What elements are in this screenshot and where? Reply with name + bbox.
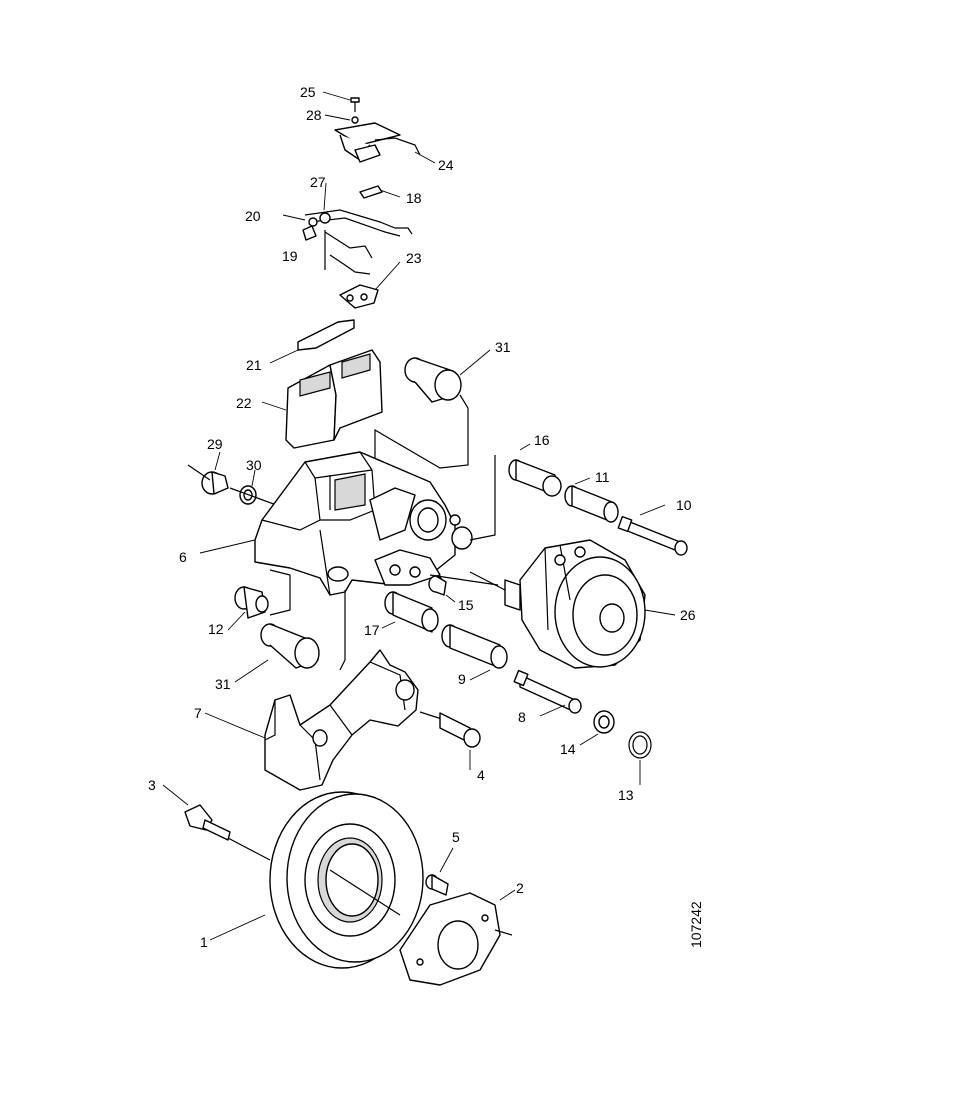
part-label-20: 20 [245, 208, 261, 224]
pad-spring-23-part [339, 261, 401, 309]
carrier-bracket-7-part [204, 649, 419, 791]
dust-boot-31-bottom-part [234, 623, 320, 683]
brake-pads-22-part [261, 349, 383, 449]
part-label-7: 7 [194, 705, 202, 721]
clip-28-part [324, 114, 359, 124]
screw-25-part [322, 91, 360, 112]
bracket-24-part [334, 122, 436, 164]
part-label-3: 3 [148, 777, 156, 793]
adjuster-nut-14-part [579, 710, 615, 746]
part-label-2: 2 [516, 880, 524, 896]
part-label-1: 1 [200, 934, 208, 950]
part-label-29: 29 [207, 436, 223, 452]
brake-chamber-26-part [469, 539, 676, 669]
dust-boot-31-top-part [374, 349, 491, 470]
part-label-11: 11 [595, 469, 610, 485]
bushing-16-part [508, 443, 562, 497]
bolt-3-part [162, 784, 271, 861]
sleeve-9-part [441, 624, 508, 681]
seal-ring-30-part [229, 469, 291, 511]
part-label-5: 5 [452, 829, 460, 845]
part-label-10: 10 [676, 497, 692, 513]
part-label-31-top: 31 [495, 339, 511, 355]
sleeve-11-part [564, 477, 619, 523]
screw-5-part [425, 847, 454, 896]
part-label-14: 14 [560, 741, 576, 757]
flange-plate-2-part [399, 889, 516, 986]
part-label-13: 13 [618, 787, 634, 803]
brake-disc-1-part [209, 791, 424, 969]
part-label-28: 28 [306, 107, 322, 123]
part-label-23: 23 [406, 250, 422, 266]
part-label-30: 30 [246, 457, 262, 473]
circlip-13-part [628, 731, 652, 785]
part-label-21: 21 [246, 357, 262, 373]
caliper-housing-6-part [199, 451, 499, 671]
bolt-4-part [419, 711, 481, 770]
part-label-24: 24 [438, 157, 454, 173]
guide-bolt-10-part [617, 504, 688, 556]
cap-29-part [187, 451, 229, 495]
bolt-8-part [513, 669, 582, 717]
part-label-19: 19 [282, 248, 298, 264]
part-label-27: 27 [310, 174, 326, 190]
part-label-31-bottom: 31 [215, 676, 231, 692]
plug-15-part [428, 575, 456, 603]
sleeve-17-part [381, 591, 439, 633]
part-label-8: 8 [518, 709, 526, 725]
part-label-26: 26 [680, 607, 696, 623]
boot-12-part [227, 586, 269, 631]
part-label-15: 15 [458, 597, 474, 613]
part-label-6: 6 [179, 549, 187, 565]
drawing-reference-number: 107242 [688, 901, 704, 948]
part-label-4: 4 [477, 767, 485, 783]
part-label-16: 16 [534, 432, 550, 448]
retaining-spring-assembly [282, 182, 413, 275]
part-label-18: 18 [406, 190, 422, 206]
part-label-17: 17 [364, 622, 380, 638]
pad-spring-21-part [269, 319, 355, 364]
part-label-9: 9 [458, 671, 466, 687]
part-label-22: 22 [236, 395, 252, 411]
part-label-12: 12 [208, 621, 224, 637]
part-label-25: 25 [300, 84, 316, 100]
